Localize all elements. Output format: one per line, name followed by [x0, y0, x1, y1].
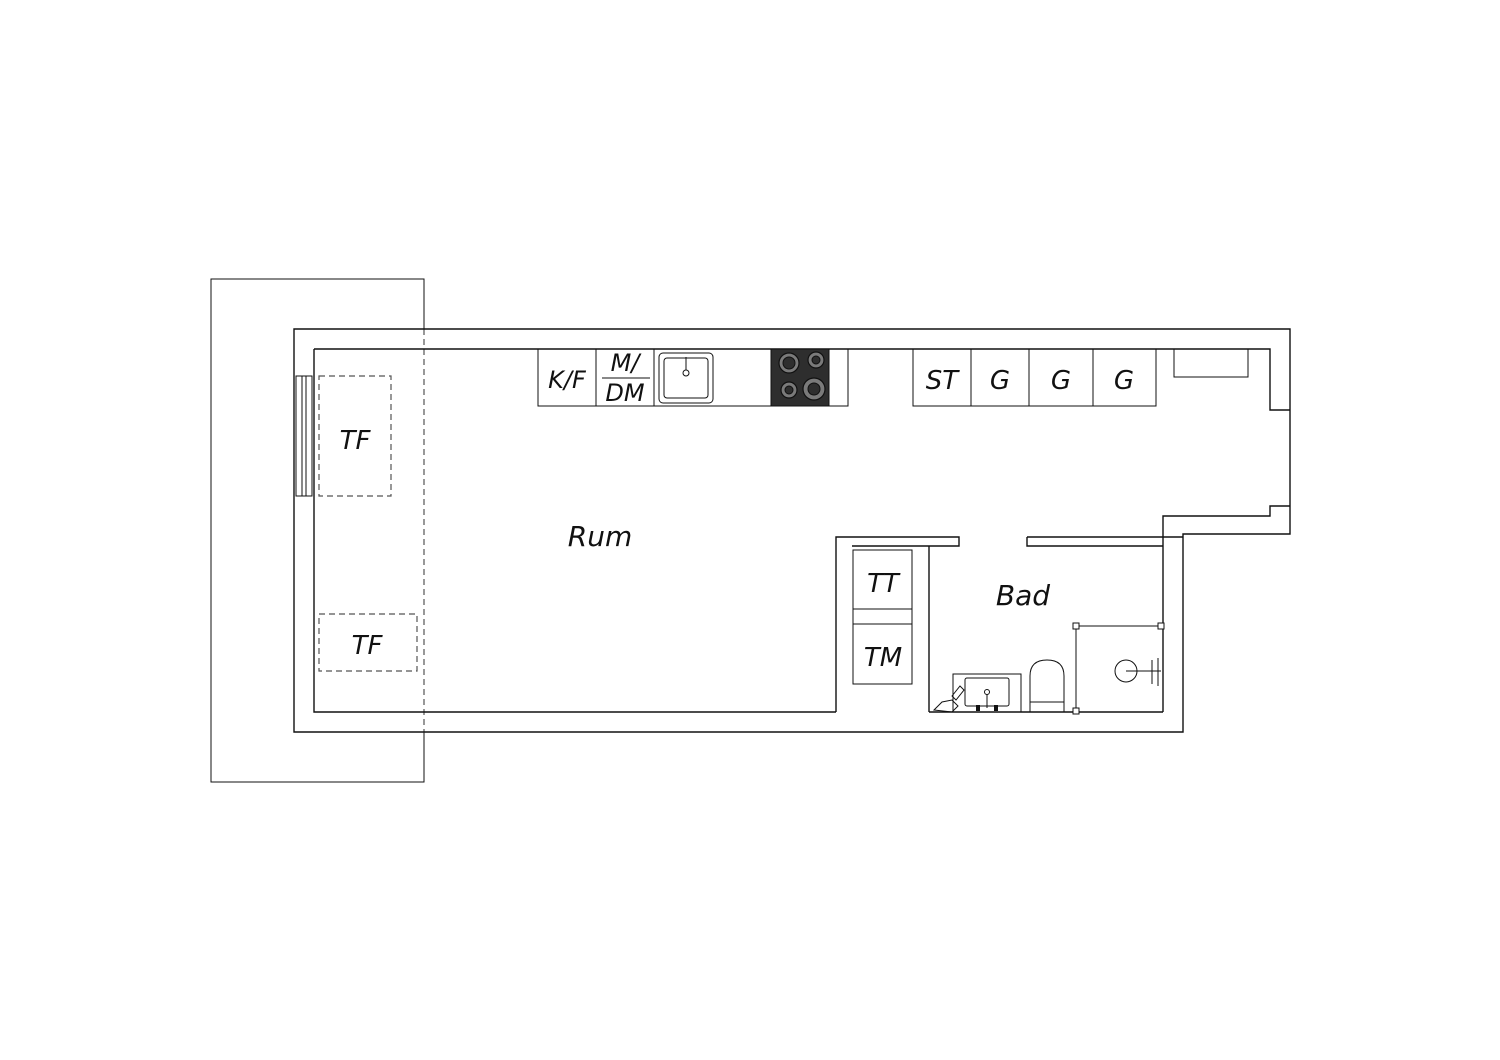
window	[295, 375, 313, 497]
balcony-furniture-label-1: TF	[340, 426, 372, 456]
toilet-icon	[1029, 659, 1065, 712]
balcony-furniture-1	[318, 375, 392, 497]
outer-wall	[293, 328, 1291, 733]
dryer-label: TT	[867, 569, 901, 599]
microwave-label: M/	[611, 349, 643, 377]
wardrobe-label-3: G	[1114, 366, 1134, 396]
hob-icon	[770, 348, 830, 407]
sink-icon	[658, 352, 714, 404]
fridge-freezer-label: K/F	[548, 366, 587, 394]
balcony-furniture-2	[318, 613, 418, 672]
shelf	[1173, 348, 1249, 378]
room-label-main: Rum	[568, 520, 632, 553]
dishwasher-label: DM	[605, 379, 644, 407]
balcony-furniture-label-2: TF	[352, 631, 384, 661]
wardrobe-label-2: G	[1051, 366, 1071, 396]
room-label-bathroom: Bad	[996, 579, 1050, 612]
wardrobes	[912, 348, 1157, 407]
shower-icon	[1072, 622, 1165, 715]
storage-st-label: ST	[926, 366, 961, 396]
laundry-units	[852, 549, 913, 685]
balcony	[210, 278, 425, 783]
wardrobe-label-1: G	[990, 366, 1010, 396]
washer-label: TM	[864, 643, 902, 673]
washbasin-icon	[932, 673, 1022, 713]
